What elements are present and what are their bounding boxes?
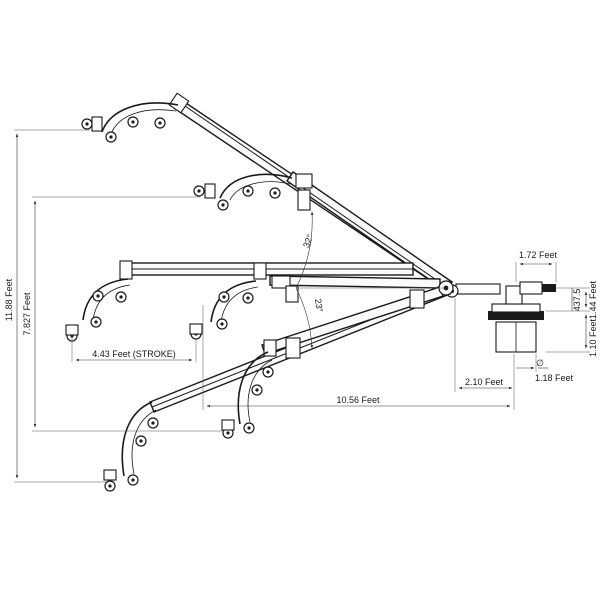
raised-height-label: 7.827 Feet <box>22 292 32 336</box>
small-dim-label: 437.5 <box>572 289 582 312</box>
stroke-label: 4.43 Feet (STROKE) <box>92 349 176 359</box>
swivel-length-label: 1.72 Feet <box>519 250 558 260</box>
riser-diameter-label: 1.18 Feet <box>535 373 574 383</box>
riser-base <box>445 281 556 353</box>
diameter-symbol: ∅ <box>536 358 544 368</box>
dimension-lines <box>14 129 590 483</box>
riser-height-label: 1.10 Feet <box>588 318 598 357</box>
arm-position-upper <box>193 171 453 292</box>
arm-position-low <box>103 283 451 492</box>
reach-label: 10.56 Feet <box>336 395 380 405</box>
overall-height-label: 11.88 Feet <box>4 278 14 321</box>
base-offset-label: 2.10 Feet <box>465 377 504 387</box>
arm-position-horizontal <box>65 260 441 342</box>
mount-height-label: 1.44 Feet <box>588 280 598 319</box>
arm-position-high <box>81 92 453 292</box>
angle-arcs <box>295 211 446 349</box>
angle-down-label: 23° <box>313 298 325 314</box>
angle-up-label: 32° <box>301 232 315 249</box>
